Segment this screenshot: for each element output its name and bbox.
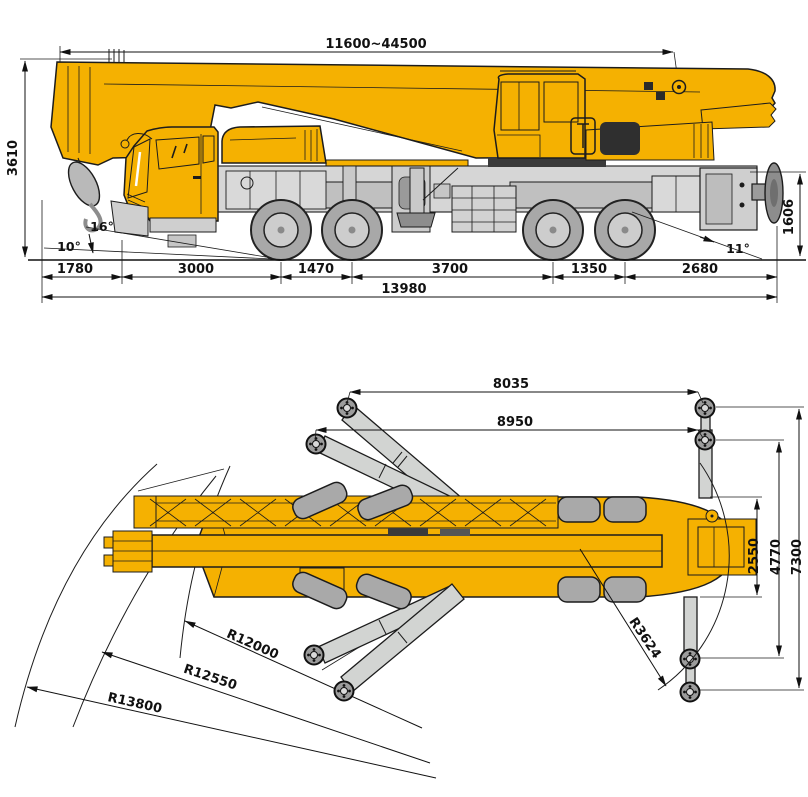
overall-height-label: 3610 [6,140,21,176]
front-angle-lower-label: 10° [57,239,81,254]
working-radius-dimensions: R12000 R12550 R13800 [26,620,437,779]
overall-height-dimension: 3610 [6,58,112,258]
wheel [522,199,584,261]
rear-height-dimension: 1606 [750,171,806,257]
segment-label-1350: 1350 [571,262,607,277]
wheel [594,199,656,261]
radius-outer-label: R13800 [106,690,163,717]
width-inner-label: 2550 [747,538,762,574]
boom-length-label: 11600~44500 [325,37,426,52]
segment-label-2680: 2680 [682,262,718,277]
mirror-icon [126,133,153,141]
segment-label-1470: 1470 [298,262,334,277]
plan-tires [292,481,647,610]
crane-cab [493,70,715,161]
rear-departure-angle: 11° [631,211,763,260]
windshield [127,138,151,199]
plan-view: R12000 R12550 R13800 [14,377,805,779]
hook-block [67,157,103,233]
segment-label-3700: 3700 [432,262,468,277]
wheel [321,199,383,261]
stowed-jib [133,495,559,529]
length-dimension-chain: 1780 3000 1470 3700 1350 2680 13980 [41,200,778,303]
rear-height-label: 1606 [782,199,797,235]
outrigger-span-upper-label: 8035 [493,377,529,392]
boom-rest-housing [221,125,327,164]
width-dimensions: 2550 4770 7300 [699,406,805,691]
outrigger-span-lower-label: 8950 [497,415,533,430]
wheels [250,199,656,261]
segment-label-1780: 1780 [57,262,93,277]
boom-foot-strip [700,102,777,130]
outrigger-pads [303,397,716,703]
front-approach-angles: 16° 10° [43,219,273,260]
door-window [202,135,215,164]
wheel [250,199,312,261]
side-window [155,136,200,170]
segment-label-3000: 3000 [178,262,214,277]
width-outer-label: 7300 [790,539,805,575]
radius-inner-label: R12000 [224,627,281,663]
carrier-chassis [214,157,784,233]
cab-windshield [500,81,540,131]
tail-radius-label: R3624 [625,615,663,662]
front-angle-upper-label: 16° [90,219,114,234]
cab-side-window [543,81,579,123]
truck-cab [110,126,219,248]
outrigger-span-dimensions: 8035 8950 [314,377,704,442]
overall-length-label: 13980 [381,282,426,297]
boom-length-dimension: 11600~44500 [59,37,679,82]
width-mid-label: 4770 [769,539,784,575]
side-view: 11600~44500 3610 [6,37,806,303]
plan-boom [103,528,663,573]
rear-angle-label: 11° [726,241,750,256]
hook-icon [83,202,103,233]
